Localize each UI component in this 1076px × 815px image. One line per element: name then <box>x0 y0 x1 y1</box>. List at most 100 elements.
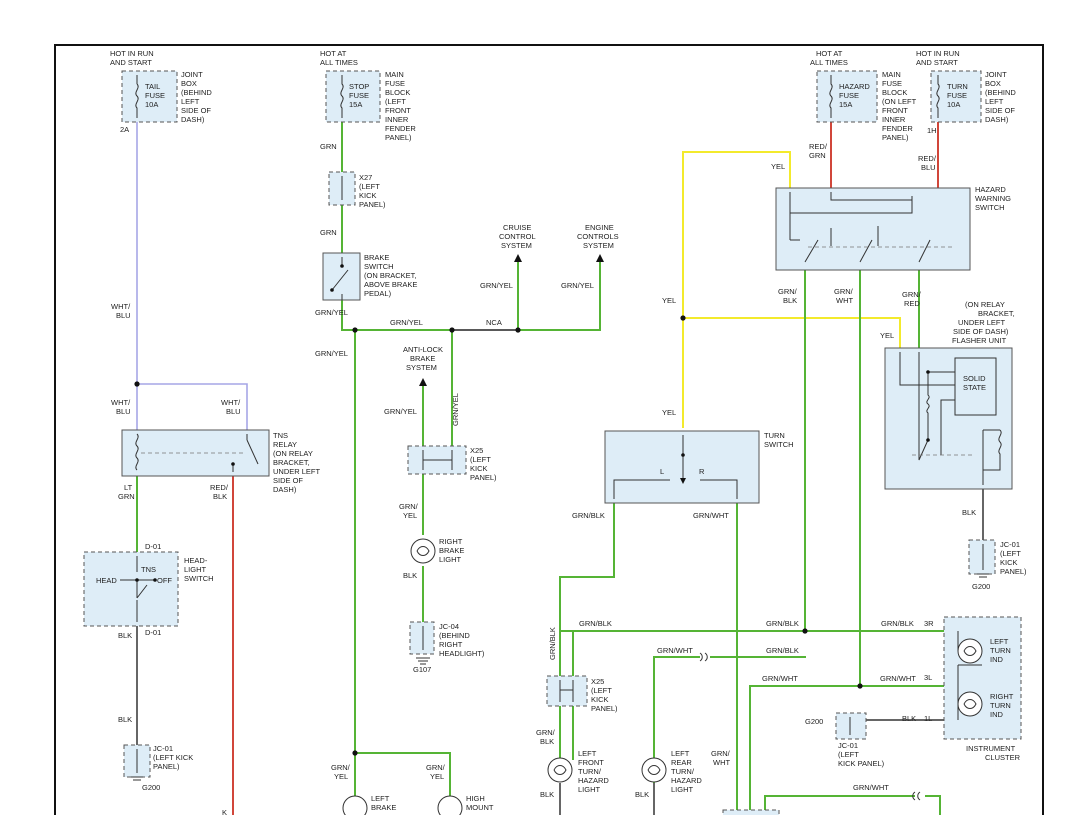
svg-text:REAR: REAR <box>671 758 692 767</box>
svg-text:KICK: KICK <box>470 464 488 473</box>
svg-text:YEL: YEL <box>403 511 417 520</box>
svg-text:(LEFT: (LEFT <box>359 182 380 191</box>
svg-text:UNDER LEFT: UNDER LEFT <box>958 318 1006 327</box>
svg-text:JC-01: JC-01 <box>153 744 173 753</box>
svg-text:HAZARD: HAZARD <box>839 82 870 91</box>
svg-text:WHT/: WHT/ <box>111 398 131 407</box>
svg-text:ALL TIMES: ALL TIMES <box>320 58 358 67</box>
svg-text:INNER: INNER <box>882 115 906 124</box>
svg-text:HEAD: HEAD <box>96 576 117 585</box>
svg-text:GRN/WHT: GRN/WHT <box>657 646 693 655</box>
svg-text:SIDE OF DASH): SIDE OF DASH) <box>953 327 1009 336</box>
svg-text:WHT/: WHT/ <box>221 398 241 407</box>
system-arrows <box>419 254 604 386</box>
svg-text:GRN: GRN <box>809 151 826 160</box>
svg-text:KICK: KICK <box>591 695 609 704</box>
svg-text:FENDER: FENDER <box>385 124 416 133</box>
svg-text:JC-01: JC-01 <box>838 741 858 750</box>
svg-text:CRUISE: CRUISE <box>503 223 531 232</box>
svg-text:LIGHT: LIGHT <box>184 565 207 574</box>
svg-text:RED: RED <box>904 299 920 308</box>
connector-glyphs <box>699 652 921 801</box>
svg-text:BLU: BLU <box>921 163 936 172</box>
bottom-connector <box>722 809 780 815</box>
svg-text:LEFT: LEFT <box>671 749 690 758</box>
svg-text:SYSTEM: SYSTEM <box>406 363 437 372</box>
svg-text:1L: 1L <box>924 714 932 723</box>
svg-text:BLOCK: BLOCK <box>385 88 410 97</box>
svg-text:BRACKET,: BRACKET, <box>273 458 310 467</box>
svg-text:MOUNT: MOUNT <box>466 803 494 812</box>
svg-text:YEL: YEL <box>771 162 785 171</box>
svg-text:NCA: NCA <box>486 318 502 327</box>
wire-grn-blk-x25 <box>559 631 574 760</box>
svg-text:JC-04: JC-04 <box>439 622 459 631</box>
svg-text:FRONT: FRONT <box>578 758 604 767</box>
svg-text:(LEFT: (LEFT <box>385 97 406 106</box>
svg-text:FLASHER UNIT: FLASHER UNIT <box>952 336 1007 345</box>
svg-text:BRAKE: BRAKE <box>410 354 435 363</box>
svg-text:WHT: WHT <box>836 296 853 305</box>
svg-text:BLU: BLU <box>116 311 131 320</box>
svg-text:YEL: YEL <box>880 331 894 340</box>
svg-text:HOT IN RUN: HOT IN RUN <box>916 49 960 58</box>
svg-text:X25: X25 <box>470 446 483 455</box>
svg-text:(LEFT: (LEFT <box>1000 549 1021 558</box>
svg-text:JOINT: JOINT <box>985 70 1007 79</box>
svg-text:UNDER LEFT: UNDER LEFT <box>273 467 321 476</box>
svg-text:(ON BRACKET,: (ON BRACKET, <box>364 271 417 280</box>
svg-text:BLK: BLK <box>540 790 554 799</box>
svg-text:KICK: KICK <box>359 191 377 200</box>
svg-text:CLUSTER: CLUSTER <box>985 753 1021 762</box>
svg-text:DASH): DASH) <box>181 115 205 124</box>
svg-text:(BEHIND: (BEHIND <box>985 88 1016 97</box>
svg-text:WHT: WHT <box>713 758 730 767</box>
svg-text:GRN/YEL: GRN/YEL <box>315 349 348 358</box>
svg-text:BRAKE: BRAKE <box>371 803 396 812</box>
svg-text:G107: G107 <box>413 665 431 674</box>
svg-text:SWITCH: SWITCH <box>364 262 394 271</box>
wire-grn-blk-t <box>559 503 615 676</box>
svg-text:BLOCK: BLOCK <box>882 88 907 97</box>
svg-text:(ON RELAY: (ON RELAY <box>965 300 1005 309</box>
svg-text:R: R <box>699 467 705 476</box>
svg-text:FUSE: FUSE <box>947 91 967 100</box>
svg-text:SIDE OF: SIDE OF <box>985 106 1015 115</box>
svg-text:FUSE: FUSE <box>349 91 369 100</box>
svg-text:OFF: OFF <box>157 576 172 585</box>
svg-text:15A: 15A <box>349 100 362 109</box>
svg-text:GRN/: GRN/ <box>711 749 731 758</box>
svg-text:HAZARD: HAZARD <box>975 185 1006 194</box>
svg-text:WHT/: WHT/ <box>111 302 131 311</box>
svg-text:3L: 3L <box>924 673 932 682</box>
svg-text:BOX: BOX <box>985 79 1001 88</box>
svg-text:CONTROL: CONTROL <box>499 232 536 241</box>
svg-text:AND START: AND START <box>916 58 958 67</box>
svg-text:YEL: YEL <box>334 772 348 781</box>
wire-yel-2 <box>683 317 901 348</box>
svg-text:BLK: BLK <box>213 492 227 501</box>
svg-text:GRN/: GRN/ <box>834 287 854 296</box>
svg-text:3R: 3R <box>924 619 934 628</box>
svg-text:YEL: YEL <box>662 408 676 417</box>
svg-text:GRN/BLK: GRN/BLK <box>766 619 799 628</box>
svg-text:PEDAL): PEDAL) <box>364 289 392 298</box>
svg-text:LEFT: LEFT <box>371 794 390 803</box>
svg-text:TNS: TNS <box>273 431 288 440</box>
svg-text:L: L <box>660 467 664 476</box>
svg-text:RIGHT: RIGHT <box>439 537 463 546</box>
svg-text:RED/: RED/ <box>210 483 229 492</box>
svg-text:GRN/: GRN/ <box>399 502 419 511</box>
